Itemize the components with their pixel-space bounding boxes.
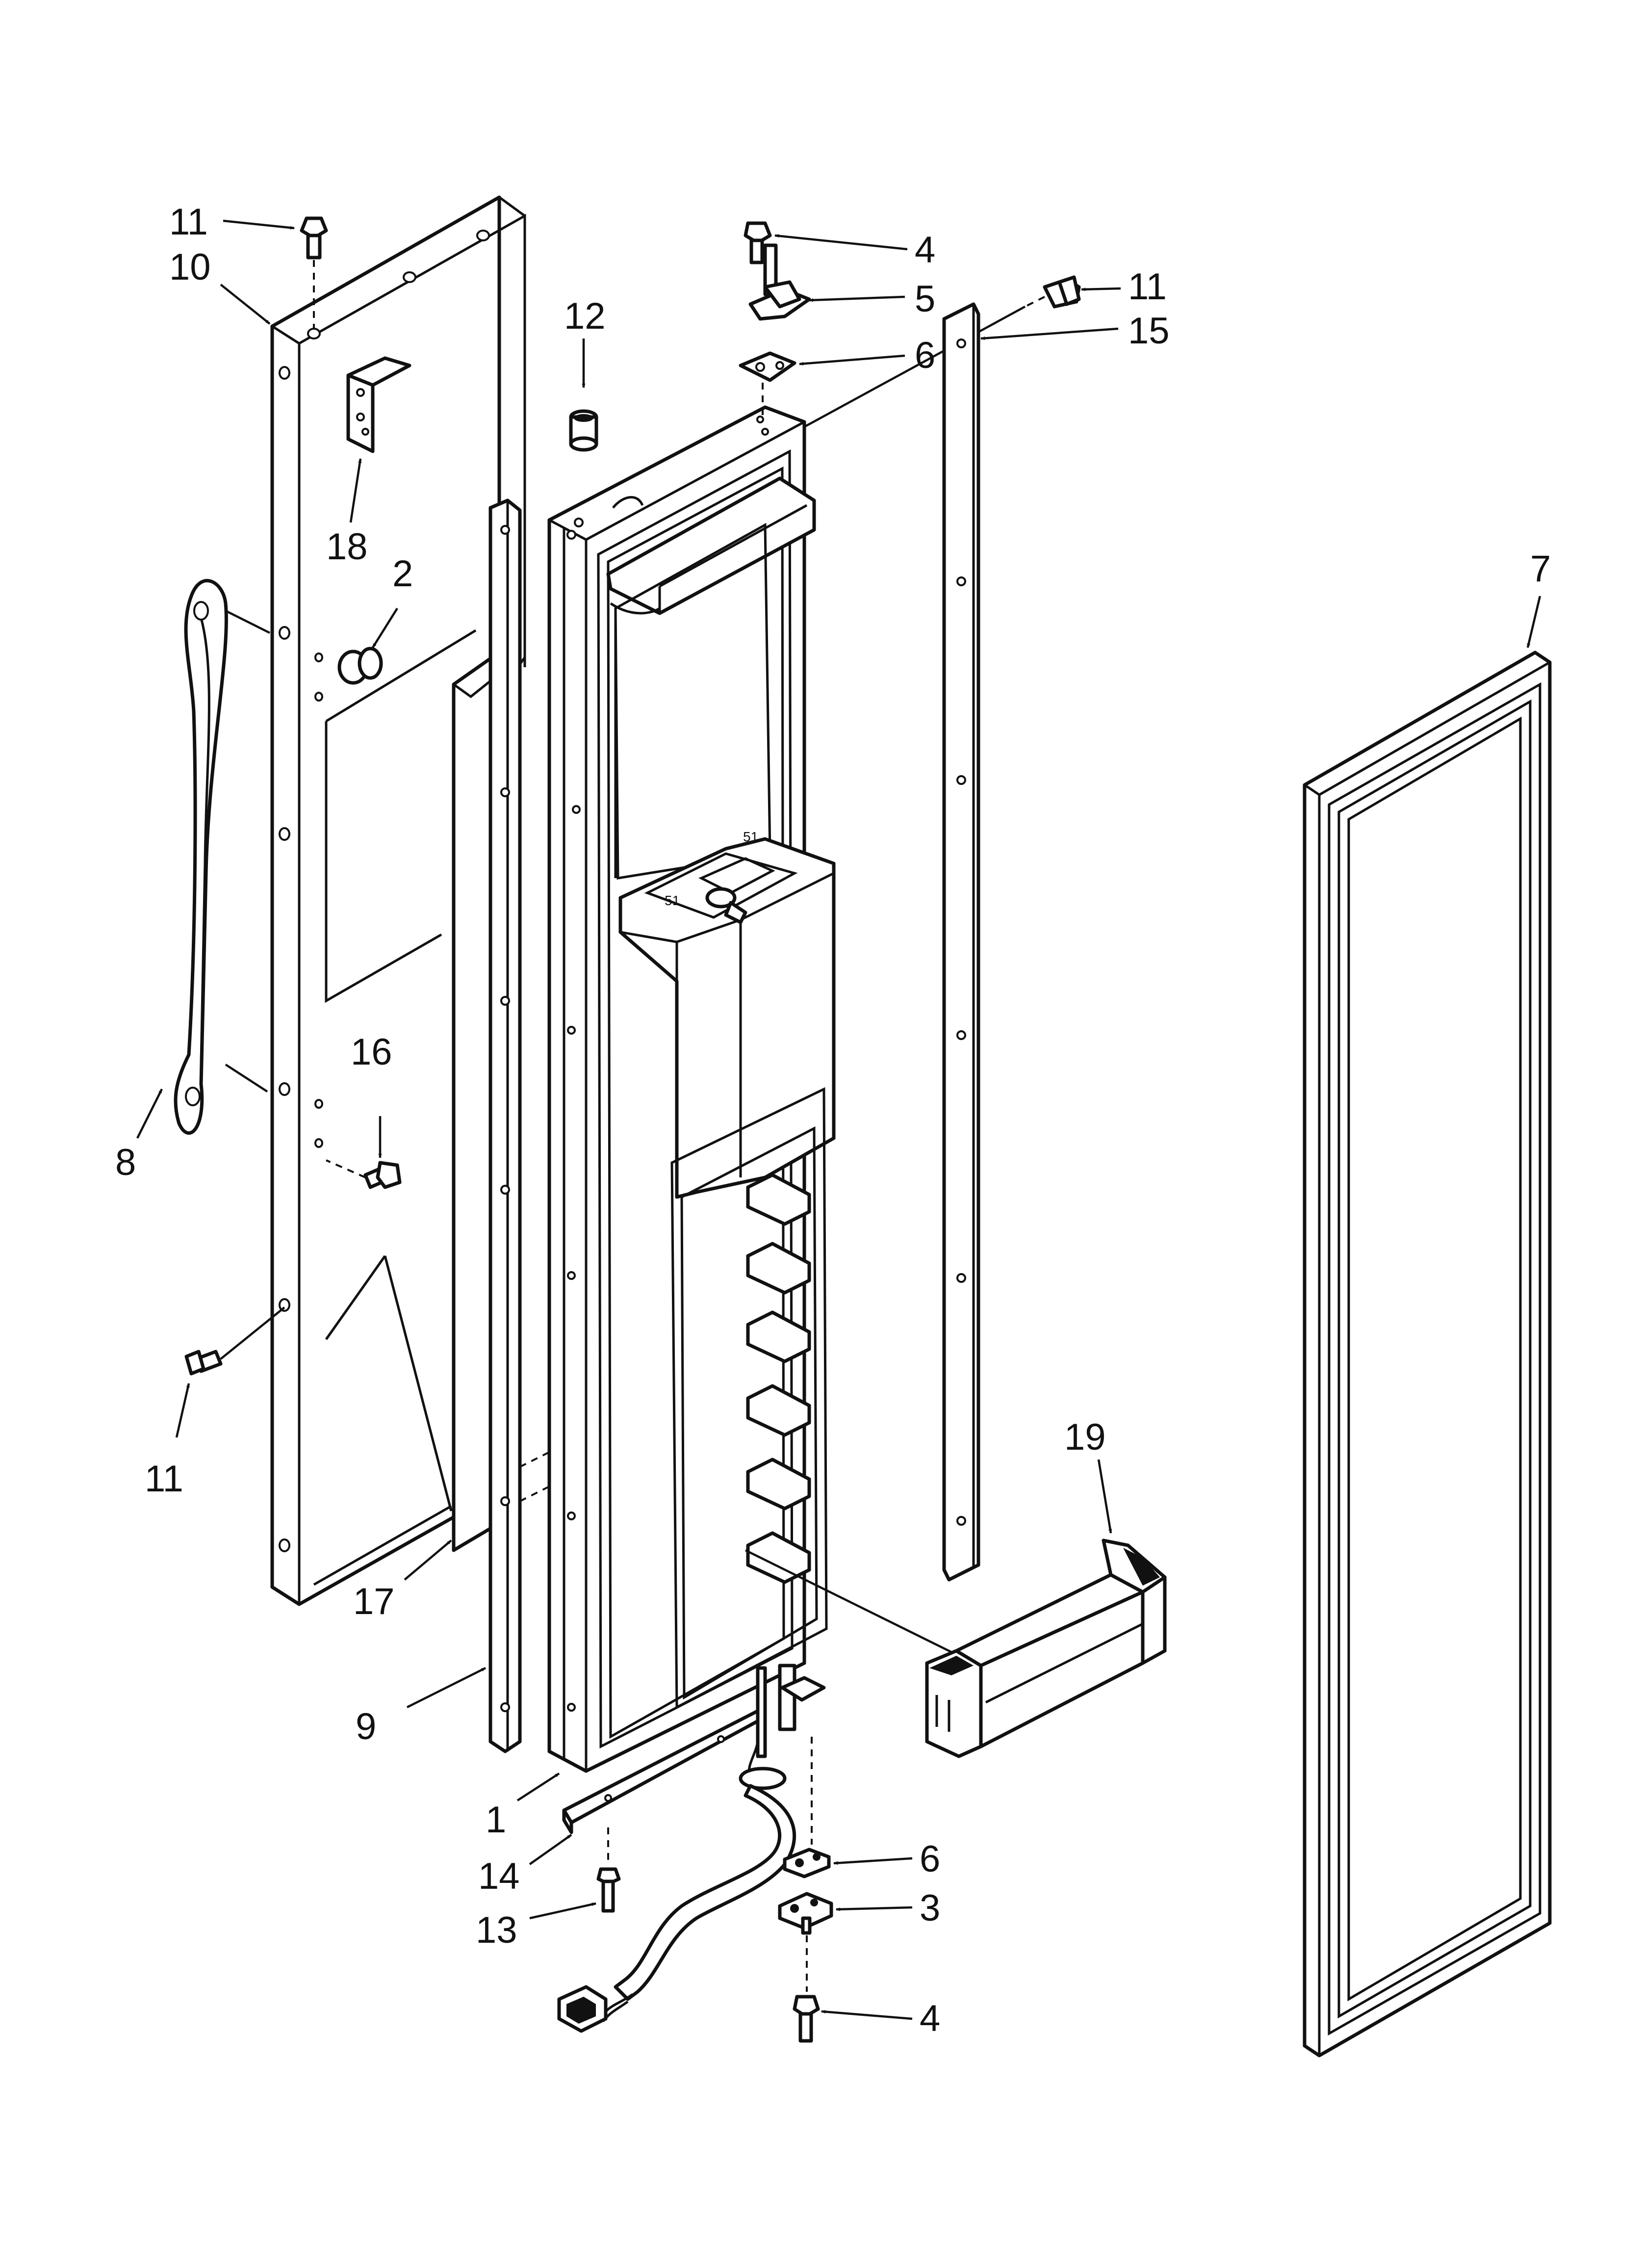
callout-11-lower: 11 bbox=[145, 1458, 183, 1500]
callout-7: 7 bbox=[1530, 548, 1551, 590]
door-bracket bbox=[346, 356, 411, 453]
water-tube-harness bbox=[557, 1664, 826, 2033]
callout-8: 8 bbox=[115, 1142, 136, 1183]
svg-text:51: 51 bbox=[665, 893, 680, 908]
callout-labels: 11 10 18 2 8 16 11 17 9 12 1 14 13 4 5 6… bbox=[115, 201, 1551, 2039]
screw-11-right bbox=[803, 275, 1081, 428]
screw-11-lower bbox=[184, 1306, 285, 1376]
callout-11-right: 11 bbox=[1128, 266, 1167, 308]
callout-6-top: 6 bbox=[915, 335, 935, 376]
bottom-hinge-assembly bbox=[778, 1737, 833, 2043]
callout-17: 17 bbox=[353, 1581, 395, 1622]
callout-14: 14 bbox=[478, 1855, 520, 1897]
trim-strip-right bbox=[942, 302, 980, 1582]
callout-15: 15 bbox=[1128, 310, 1170, 352]
leader-lines bbox=[136, 219, 1541, 2020]
callout-4-top: 4 bbox=[915, 229, 935, 271]
trim-strip-left bbox=[488, 498, 522, 1753]
screw-16 bbox=[326, 1159, 402, 1189]
callout-5: 5 bbox=[915, 278, 935, 320]
callout-19: 19 bbox=[1064, 1416, 1106, 1458]
svg-text:51: 51 bbox=[743, 829, 758, 844]
door-gasket bbox=[1303, 651, 1552, 2058]
callout-13: 13 bbox=[476, 1909, 517, 1951]
callout-16: 16 bbox=[351, 1031, 392, 1073]
callout-10: 10 bbox=[169, 246, 211, 288]
plug bbox=[569, 409, 598, 527]
callout-9: 9 bbox=[356, 1706, 376, 1747]
callout-18: 18 bbox=[326, 526, 368, 568]
door-handle bbox=[174, 579, 271, 1135]
door-bin bbox=[925, 1538, 1167, 1758]
door-liner: 51 51 bbox=[547, 405, 954, 1773]
callout-1: 1 bbox=[486, 1799, 506, 1841]
callout-4-bottom: 4 bbox=[920, 1998, 940, 2039]
top-hinge-assembly bbox=[739, 221, 811, 417]
callout-2: 2 bbox=[392, 553, 413, 595]
callout-6-bottom: 6 bbox=[920, 1838, 940, 1880]
callout-11-top: 11 bbox=[169, 201, 208, 243]
callout-3: 3 bbox=[920, 1887, 940, 1929]
door-bumper bbox=[337, 647, 383, 685]
screw-11-top bbox=[300, 216, 328, 329]
callout-12: 12 bbox=[564, 295, 606, 337]
screw-13 bbox=[596, 1867, 621, 1913]
outer-door-panel bbox=[270, 195, 526, 1606]
